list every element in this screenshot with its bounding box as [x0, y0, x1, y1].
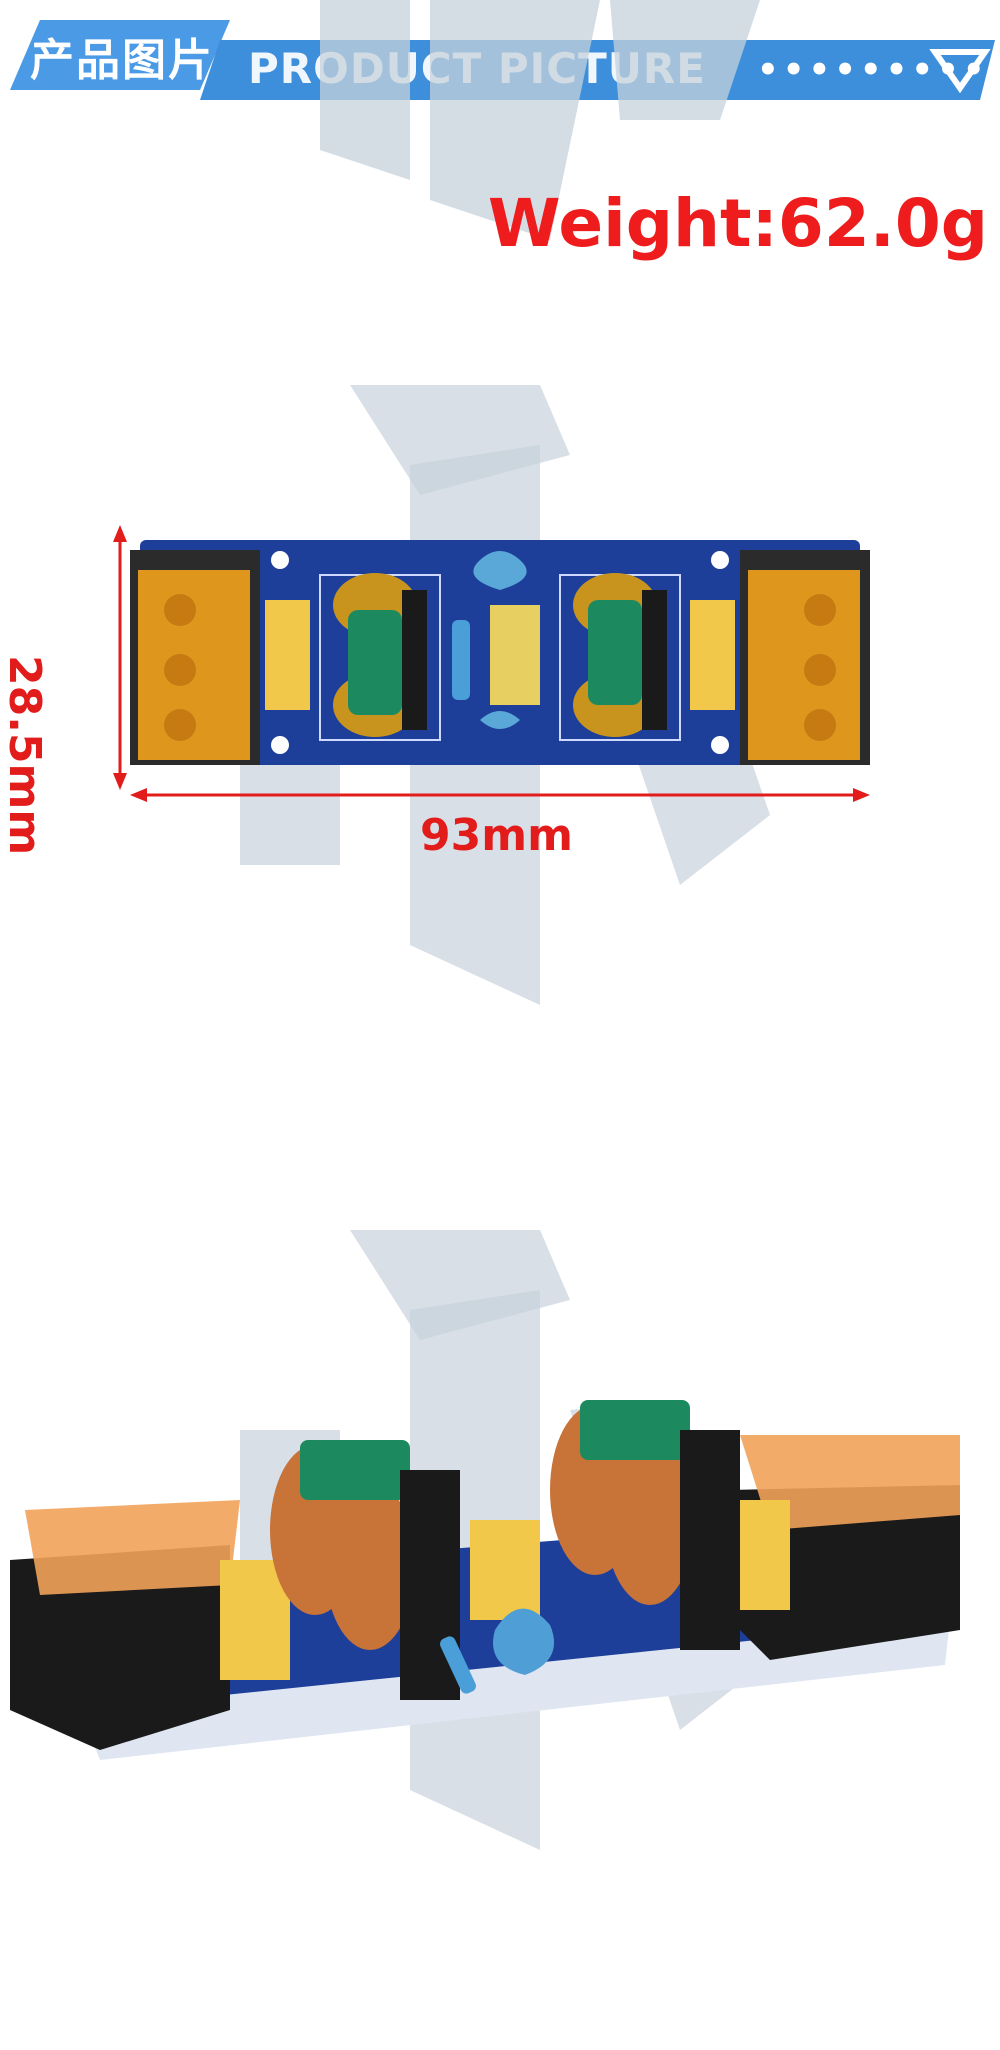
width-dimension-label: 93mm — [420, 810, 573, 861]
product-photo-angled-view — [10, 1400, 960, 1760]
decorative-dots: ••••••••• — [757, 50, 989, 90]
height-dimension-label: 28.5mm — [0, 655, 50, 856]
weight-label: Weight:62.0g — [487, 185, 988, 262]
product-photo-top-view — [130, 540, 870, 765]
dimension-arrows — [113, 525, 870, 802]
page-title-cn: 产品图片 — [30, 35, 214, 86]
watermark-top — [320, 0, 760, 240]
